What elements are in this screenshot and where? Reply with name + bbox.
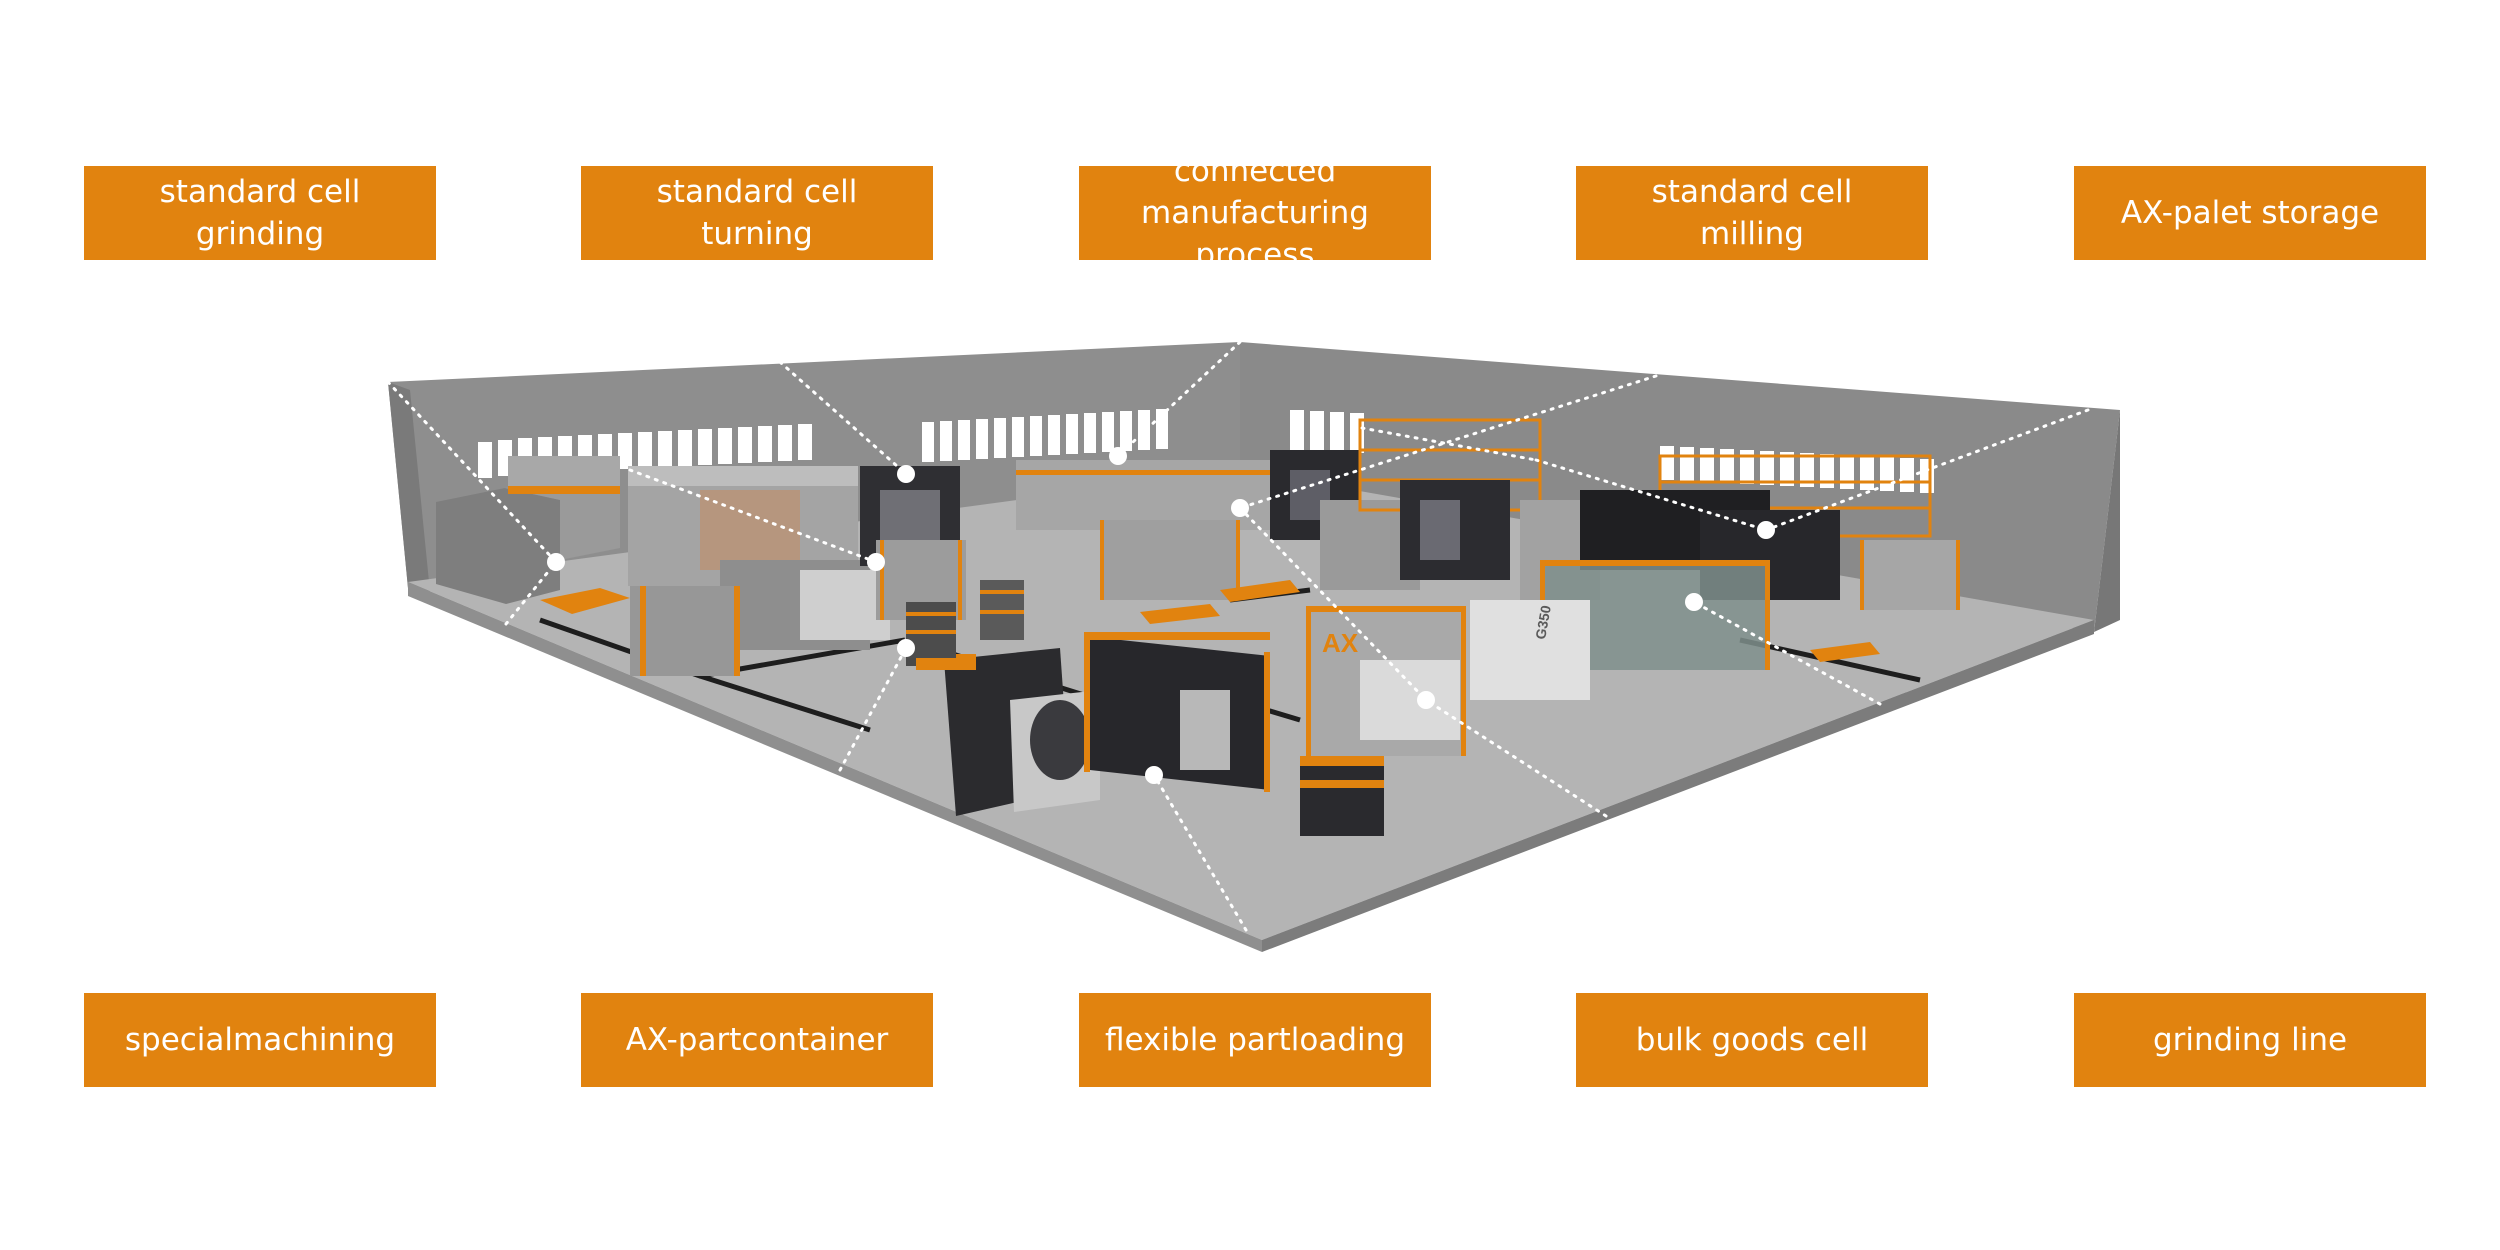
callout-lines xyxy=(386,340,2090,932)
label-line: grinding xyxy=(195,216,325,252)
callout-dot-storage xyxy=(1231,499,1249,517)
callout-dot-connected xyxy=(1109,447,1127,465)
ax-logo: AX xyxy=(1322,628,1359,658)
label-specialmachining[interactable]: specialmachining xyxy=(84,993,436,1087)
label-line: connected xyxy=(1173,153,1337,189)
callout-dot-partcontainer xyxy=(897,639,915,657)
callout-dot-turning xyxy=(897,465,915,483)
label-line: grinding line xyxy=(2152,1022,2348,1058)
label-line: manufacturing process xyxy=(1141,195,1369,273)
label-line: specialmachining xyxy=(124,1022,396,1058)
callout-dot-milling xyxy=(1757,521,1775,539)
label-line: standard cell xyxy=(656,174,858,210)
label-connected-manufacturing-process[interactable]: connected manufacturing process xyxy=(1079,153,1431,273)
machine-model-label: G350 xyxy=(1532,604,1554,641)
callout-dot-specialmachining xyxy=(1145,766,1163,784)
label-ax-palet-storage[interactable]: AX-palet storage xyxy=(2074,166,2426,260)
label-line: turning xyxy=(701,216,813,252)
label-flexible-partloading[interactable]: flexible partloading xyxy=(1079,993,1431,1087)
specialmachining-machine xyxy=(916,632,1270,816)
label-line: standard cell xyxy=(1651,174,1853,210)
floor-edge-left xyxy=(408,582,1262,952)
label-line: AX-partcontainer xyxy=(625,1022,889,1058)
label-standard-cell-turning[interactable]: standard cell turning xyxy=(581,166,933,260)
label-line: AX-palet storage xyxy=(2120,195,2380,231)
label-ax-partcontainer[interactable]: AX-partcontainer xyxy=(581,993,933,1087)
callout-dot-partloading xyxy=(1417,691,1435,709)
label-standard-cell-milling[interactable]: standard cell milling xyxy=(1576,166,1928,260)
left-wall xyxy=(388,382,430,592)
callout-dot-bulk xyxy=(1685,593,1703,611)
label-bulk-goods-cell[interactable]: bulk goods cell xyxy=(1576,993,1928,1087)
label-line: bulk goods cell xyxy=(1635,1022,1869,1058)
callout-dot-grinding-line xyxy=(867,553,885,571)
label-line: standard cell xyxy=(159,174,361,210)
right-wall xyxy=(2094,410,2120,632)
flexible-partloading-cell xyxy=(1300,600,1590,836)
floor-edge-right xyxy=(1262,620,2094,952)
grinding-line-machines xyxy=(628,466,890,676)
callout-dots xyxy=(547,447,1775,784)
label-grinding-line[interactable]: grinding line xyxy=(2074,993,2426,1087)
grinding-cell-machine xyxy=(436,456,630,614)
label-standard-cell-grinding[interactable]: standard cell grinding xyxy=(84,166,436,260)
callout-dot-grinding xyxy=(547,553,565,571)
label-line: flexible partloading xyxy=(1105,1022,1405,1058)
label-line: milling xyxy=(1700,216,1804,252)
